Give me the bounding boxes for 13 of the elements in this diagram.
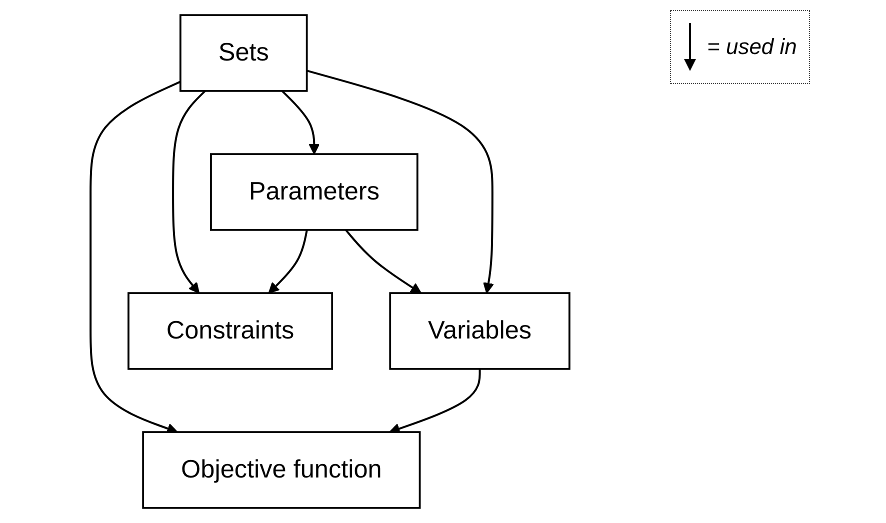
- node-box: Constraints: [128, 292, 334, 370]
- arrow: [389, 368, 481, 434]
- node-box: Parameters: [210, 153, 418, 231]
- arrow: [345, 229, 422, 294]
- node-box: Variables: [389, 292, 570, 370]
- arrow: [281, 90, 320, 155]
- legend-text: = used in: [707, 34, 797, 60]
- node-box: Sets: [179, 14, 308, 92]
- arrow: [268, 230, 308, 294]
- arrow: [306, 70, 494, 294]
- node-box: Objective function: [142, 431, 421, 509]
- arrow: [90, 80, 181, 434]
- arrow: [172, 90, 206, 294]
